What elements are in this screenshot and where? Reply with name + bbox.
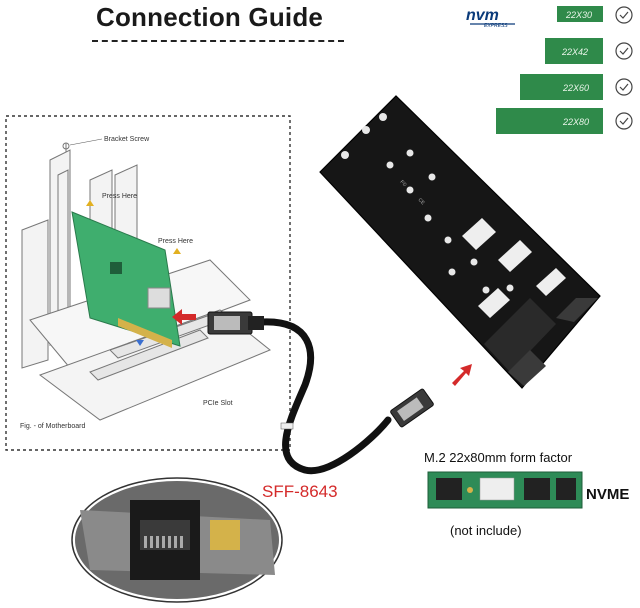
label-bracket-screw: Bracket Screw bbox=[104, 136, 150, 143]
diagram-frame bbox=[5, 115, 291, 451]
label-press-here-2: Press Here bbox=[158, 238, 193, 245]
press-arrow-icon bbox=[86, 200, 94, 206]
size-bar-22x60 bbox=[520, 74, 603, 100]
slot-arrow-icon bbox=[136, 340, 144, 346]
size-label-22x30: 22X30 bbox=[565, 10, 592, 20]
insert-arrow-icon bbox=[172, 309, 196, 325]
not-included-label: (not include) bbox=[450, 523, 522, 538]
size-label-22x60: 22X60 bbox=[562, 83, 589, 93]
label-motherboard: Fig. - of Motherboard bbox=[20, 423, 85, 430]
check-icon bbox=[615, 42, 633, 60]
label-press-here-1: Press Here bbox=[102, 193, 137, 200]
page-title: Connection Guide bbox=[96, 2, 324, 32]
size-bar-22x80 bbox=[496, 108, 603, 134]
m2-ssd-module bbox=[427, 471, 583, 509]
size-label-22x42: 22X42 bbox=[561, 47, 588, 57]
pcie-adapter-card bbox=[71, 211, 181, 348]
size-bar-22x30 bbox=[557, 6, 603, 22]
insert-arrow-icon bbox=[452, 364, 472, 386]
svg-text:CE: CE bbox=[417, 197, 427, 207]
cable-label: SFF-8643 bbox=[262, 482, 338, 501]
press-arrow-icon bbox=[173, 248, 181, 254]
m2-form-factor-label: M.2 22x80mm form factor bbox=[424, 450, 573, 465]
m2-size-options: 22X30 22X42 22X60 22X80 bbox=[496, 6, 633, 134]
check-icons bbox=[615, 6, 633, 130]
connector-closeup bbox=[71, 477, 283, 603]
m2-adapter-board: F© CE bbox=[319, 95, 601, 389]
check-icon bbox=[615, 6, 633, 24]
nvme-label: NVME bbox=[586, 486, 630, 503]
label-pcie-slot: PCIe Slot bbox=[203, 400, 233, 407]
svg-text:F©: F© bbox=[399, 178, 409, 188]
size-bar-22x42 bbox=[545, 38, 603, 64]
check-icon bbox=[615, 78, 633, 96]
size-label-22x80: 22X80 bbox=[562, 117, 589, 127]
title-underline bbox=[92, 40, 344, 42]
cable-connector-bottom bbox=[390, 388, 434, 428]
check-icon bbox=[615, 112, 633, 130]
nvme-logo: nvm EXPRESS bbox=[466, 7, 515, 29]
sff-8643-cable bbox=[207, 311, 434, 475]
nvme-logo-text: nvm bbox=[466, 7, 499, 24]
nvme-logo-sub: EXPRESS bbox=[484, 23, 508, 29]
